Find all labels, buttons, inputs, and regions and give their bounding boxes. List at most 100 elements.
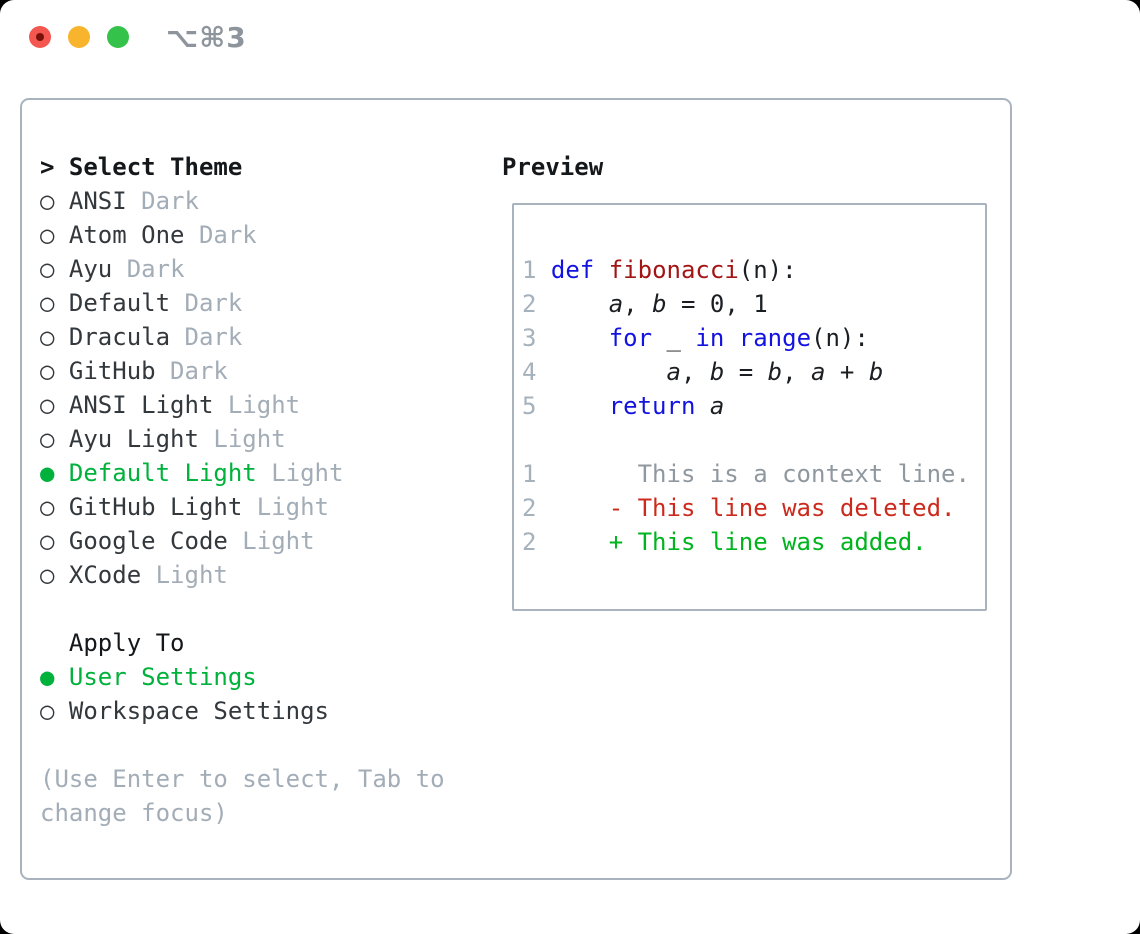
- radio-unselected-icon: ○: [40, 493, 69, 521]
- theme-name: Ayu Light: [68, 425, 199, 453]
- theme-variant: Dark: [126, 187, 199, 215]
- code-segment: 1: [522, 256, 537, 284]
- theme-variant: Light: [256, 459, 344, 487]
- code-segment: ,: [782, 358, 812, 386]
- code-segment: [536, 256, 550, 284]
- theme-variant: Light: [227, 527, 315, 555]
- code-segment: 2: [522, 528, 537, 556]
- code-segment: (n):: [738, 256, 797, 284]
- code-segment: b: [767, 358, 783, 386]
- theme-name: GitHub: [68, 357, 156, 385]
- theme-name: Default Light: [68, 459, 257, 487]
- prompt-icon: >: [40, 153, 69, 181]
- code-segment: def: [550, 256, 595, 284]
- radio-unselected-icon: ○: [40, 527, 69, 555]
- apply-to-section: Apply To ● User Settings○ Workspace Sett…: [40, 626, 445, 728]
- theme-variant: Light: [198, 425, 286, 453]
- hint-text: (Use Enter to select, Tab to change focu…: [40, 762, 445, 830]
- code-line: 4 a, b = b, a + b: [522, 355, 977, 389]
- minimize-button-icon[interactable]: [68, 26, 90, 48]
- apply-to-option[interactable]: ○ Workspace Settings: [40, 694, 445, 728]
- code-line: 5 return a: [522, 389, 977, 423]
- code-segment: return: [608, 392, 696, 420]
- code-segment: fibonacci: [608, 256, 739, 284]
- code-segment: 5: [522, 392, 537, 420]
- theme-option[interactable]: ○ Google Code Light: [40, 524, 445, 558]
- diff-line: 2 + This line was added.: [522, 525, 977, 559]
- code-segment: (n):: [811, 324, 869, 352]
- radio-selected-icon: ●: [40, 663, 69, 691]
- code-segment: a: [666, 358, 681, 386]
- code-segment: [594, 256, 608, 284]
- code-line: 2 a, b = 0, 1: [522, 287, 977, 321]
- theme-option[interactable]: ○ Ayu Light Light: [40, 422, 445, 456]
- radio-unselected-icon: ○: [40, 221, 69, 249]
- theme-variant: Dark: [112, 255, 185, 283]
- radio-unselected-icon: ○: [40, 255, 69, 283]
- code-segment: [536, 324, 608, 352]
- theme-name: GitHub Light: [68, 493, 243, 521]
- radio-unselected-icon: ○: [40, 357, 69, 385]
- code-segment: _: [652, 324, 696, 352]
- code-segment: = 0, 1: [666, 290, 768, 318]
- code-segment: a: [811, 358, 826, 386]
- code-segment: [536, 358, 666, 386]
- theme-variant: Dark: [170, 323, 243, 351]
- code-segment: 4: [522, 358, 537, 386]
- theme-variant: Dark: [170, 289, 243, 317]
- theme-name: Ayu: [68, 255, 113, 283]
- close-button-icon[interactable]: [29, 26, 51, 48]
- theme-option[interactable]: ○ Atom One Dark: [40, 218, 445, 252]
- theme-option[interactable]: ○ Ayu Dark: [40, 252, 445, 286]
- diff-sample: 1 This is a context line.2 - This line w…: [522, 457, 977, 559]
- theme-variant: Light: [141, 561, 228, 589]
- radio-unselected-icon: ○: [40, 697, 69, 725]
- theme-option[interactable]: ○ ANSI Dark: [40, 184, 445, 218]
- theme-option[interactable]: ● Default Light Light: [40, 456, 445, 490]
- theme-option[interactable]: ○ GitHub Dark: [40, 354, 445, 388]
- keyboard-shortcut-label: ⌥⌘3: [166, 21, 247, 54]
- apply-to-option[interactable]: ● User Settings: [40, 660, 445, 694]
- code-line: 1 def fibonacci(n):: [522, 253, 977, 287]
- code-segment: 2: [522, 494, 537, 522]
- code-segment: [536, 290, 608, 318]
- hint-line-1: (Use Enter to select, Tab to: [40, 765, 445, 793]
- theme-option[interactable]: ○ XCode Light: [40, 558, 445, 592]
- theme-name: Dracula: [68, 323, 171, 351]
- code-segment: 1: [522, 460, 537, 488]
- code-segment: ,: [680, 358, 710, 386]
- code-segment: =: [724, 358, 768, 386]
- zoom-button-icon[interactable]: [107, 26, 129, 48]
- theme-variant: Dark: [184, 221, 257, 249]
- diff-line: 1 This is a context line.: [522, 457, 977, 491]
- radio-unselected-icon: ○: [40, 425, 69, 453]
- radio-unselected-icon: ○: [40, 391, 69, 419]
- theme-variant: Light: [213, 391, 301, 419]
- radio-selected-icon: ●: [40, 459, 69, 487]
- code-segment: for: [608, 324, 653, 352]
- theme-option[interactable]: ○ Default Dark: [40, 286, 445, 320]
- select-theme-heading: > Select Theme: [40, 150, 445, 184]
- theme-name: Default: [68, 289, 171, 317]
- code-segment: b: [709, 358, 725, 386]
- radio-unselected-icon: ○: [40, 187, 69, 215]
- radio-unselected-icon: ○: [40, 561, 69, 589]
- code-segment: b: [652, 290, 667, 318]
- code-segment: in: [695, 324, 725, 352]
- theme-variant: Light: [242, 493, 329, 521]
- hint-line-2: change focus): [40, 799, 228, 827]
- theme-name: ANSI: [68, 187, 127, 215]
- code-segment: ,: [623, 290, 653, 318]
- code-segment: b: [868, 358, 884, 386]
- theme-option[interactable]: ○ Dracula Dark: [40, 320, 445, 354]
- radio-unselected-icon: ○: [40, 289, 69, 317]
- code-segment: + This line was added.: [608, 528, 927, 556]
- theme-option[interactable]: ○ ANSI Light Light: [40, 388, 445, 422]
- theme-option[interactable]: ○ GitHub Light Light: [40, 490, 445, 524]
- preview-heading: Preview: [502, 153, 604, 181]
- apply-to-label: User Settings: [68, 663, 257, 691]
- radio-unselected-icon: ○: [40, 323, 69, 351]
